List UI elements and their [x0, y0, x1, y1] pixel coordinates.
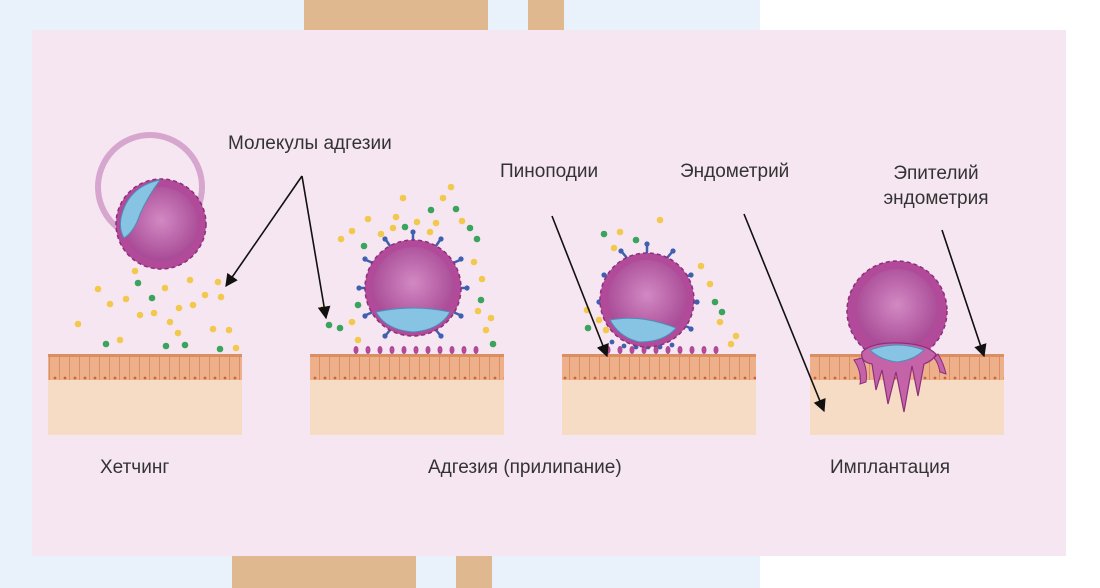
label-endometrial-epithelium: Эпителий эндометрия	[866, 161, 1006, 211]
background-tan-block	[304, 0, 488, 30]
tissue-block-hatching	[48, 354, 242, 435]
background-tan-block	[232, 556, 416, 588]
label-hatching: Хетчинг	[100, 457, 170, 478]
label-implantation: Имплантация	[830, 457, 950, 478]
pinopodia-row-1	[353, 346, 479, 354]
background-tan-block	[528, 0, 564, 30]
label-arrows	[225, 175, 987, 413]
label-adhesion-molecules: Молекулы адгезии	[228, 133, 392, 154]
blastocyst-implantation	[846, 260, 948, 413]
background-tan-block	[456, 556, 492, 588]
label-endometrium: Эндометрий	[680, 161, 790, 182]
label-pinopodia: Пиноподии	[500, 161, 599, 182]
tissue-block-adhesion-2	[562, 354, 756, 435]
label-adhesion: Адгезия (прилипание)	[428, 457, 622, 478]
blastocyst-hatching	[95, 132, 207, 270]
blastocyst-adhesion-2	[596, 241, 700, 350]
label-endometrial-epithelium-line2: эндометрия	[883, 188, 989, 209]
tissue-block-adhesion-1	[310, 354, 504, 435]
adhesion-molecules	[74, 183, 740, 353]
label-endometrial-epithelium-line1: Эпителий	[893, 163, 979, 184]
blastocyst-adhesion-1	[356, 229, 470, 339]
